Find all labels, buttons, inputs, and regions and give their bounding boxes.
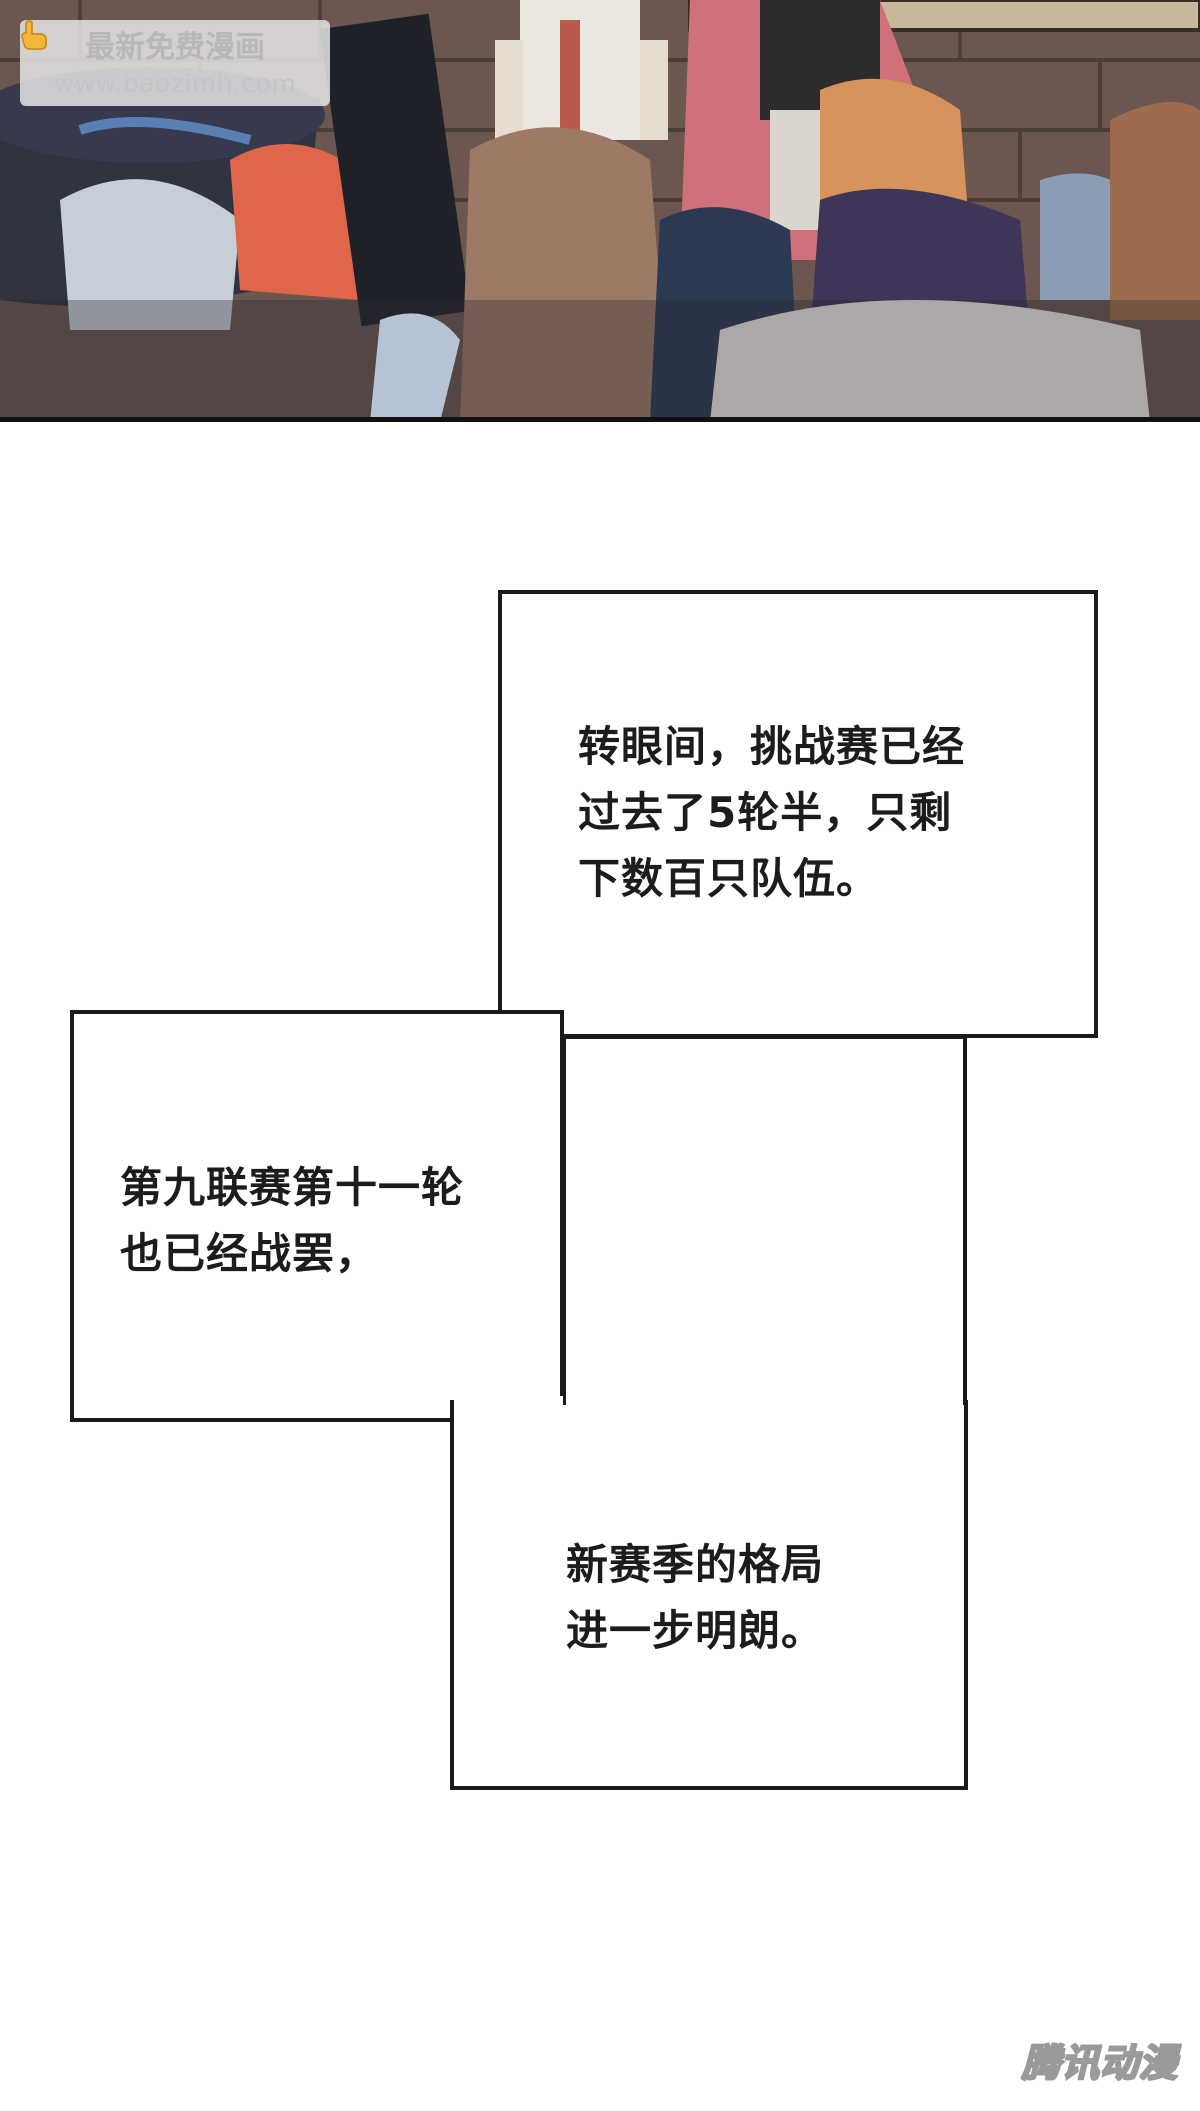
- publisher-logo: 腾讯动漫: [1021, 2040, 1178, 2086]
- watermark-badge: 最新免费漫画 www.baozimh.com: [20, 20, 330, 106]
- pointing-hand-icon: [21, 20, 47, 50]
- caption-box-3: [450, 1400, 968, 1790]
- scene-panel: 最新免费漫画 www.baozimh.com: [0, 0, 1200, 422]
- caption-text-2: 第九联赛第十一轮 也已经战罢，: [120, 1163, 465, 1278]
- watermark-site-name: 最新免费漫画: [85, 30, 265, 65]
- watermark-url: www.baozimh.com: [53, 69, 297, 98]
- outline-cover: [566, 1039, 963, 1405]
- outline-cover: [454, 1396, 563, 1416]
- caption-box-1: [498, 590, 1098, 1038]
- caption-text-3: 新赛季的格局 进一步明朗。: [566, 1540, 825, 1655]
- caption-text-1: 转眼间，挑战赛已经 过去了5轮半，只剩 下数百只队伍。: [578, 722, 966, 903]
- crowd-illustration: [0, 0, 1200, 417]
- caption-box-2: [70, 1010, 564, 1422]
